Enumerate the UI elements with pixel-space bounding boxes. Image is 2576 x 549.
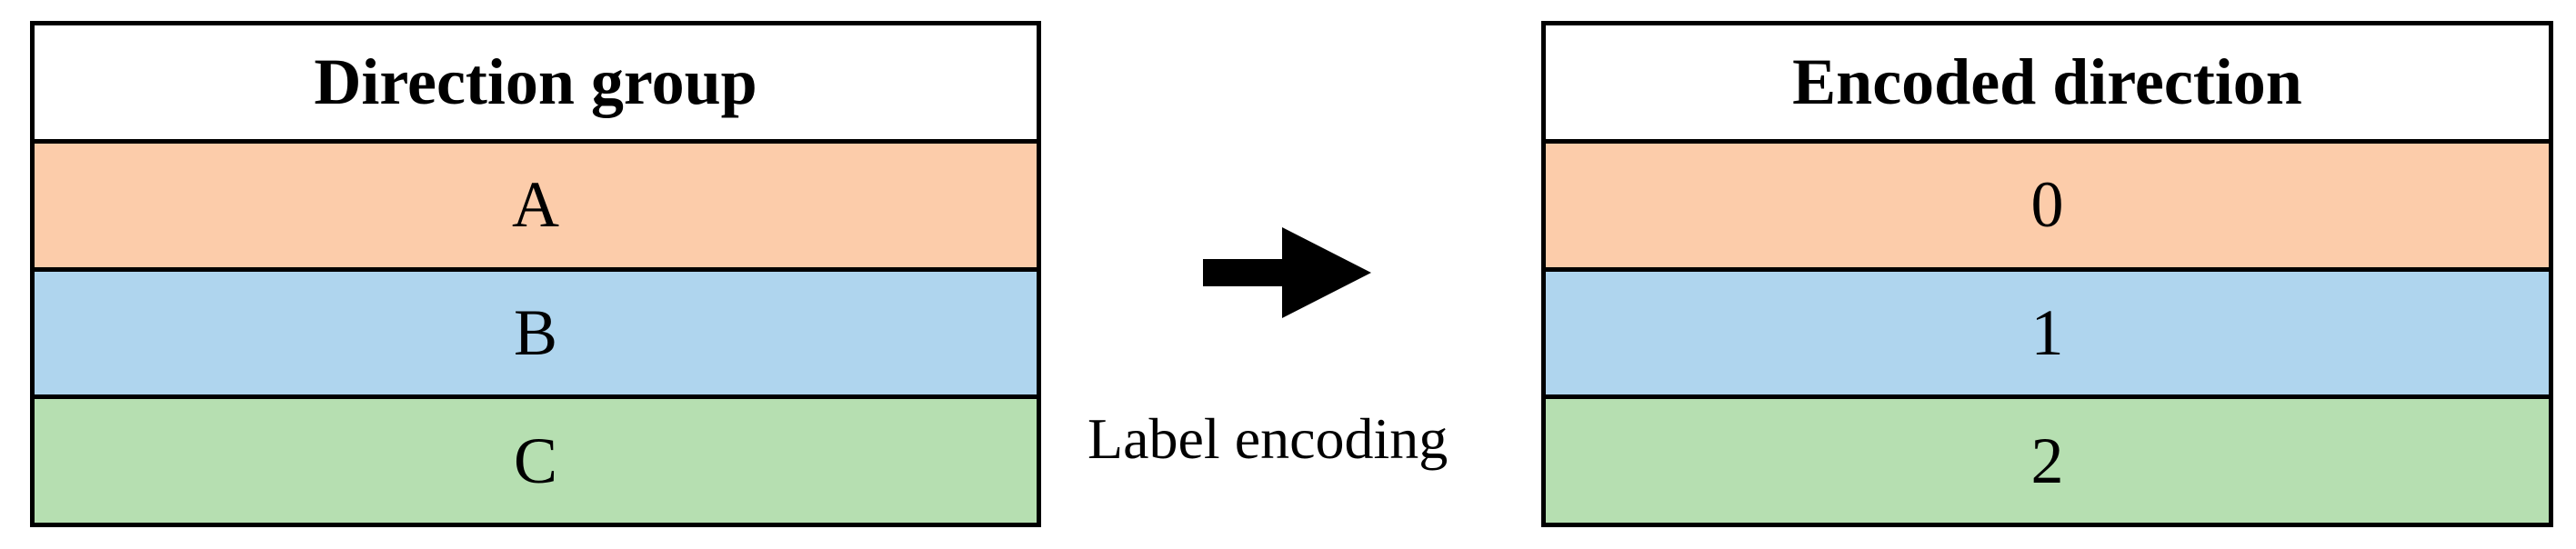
direction-group-table: Direction group A B C: [30, 21, 1041, 527]
encoded-row-1: 1: [1546, 266, 2549, 395]
right-arrow-icon: [1203, 227, 1371, 318]
direction-row-a: A: [35, 139, 1037, 267]
label-encoding-caption: Label encoding: [1088, 406, 1448, 471]
right-arrow-shape: [1203, 227, 1371, 318]
direction-row-c: C: [35, 394, 1037, 524]
encoded-direction-table: Encoded direction 0 1 2: [1541, 21, 2553, 527]
direction-row-b: B: [35, 266, 1037, 395]
encoded-row-0: 0: [1546, 139, 2549, 267]
direction-group-header: Direction group: [35, 25, 1037, 139]
encoded-direction-header: Encoded direction: [1546, 25, 2549, 139]
encoded-row-2: 2: [1546, 394, 2549, 524]
